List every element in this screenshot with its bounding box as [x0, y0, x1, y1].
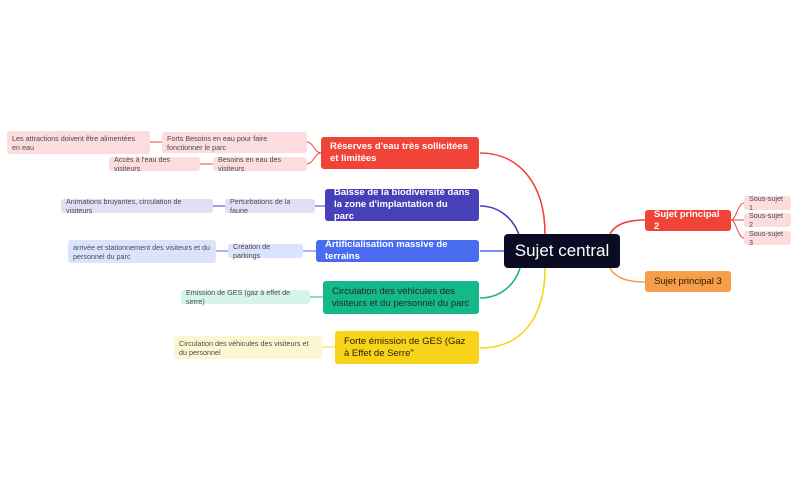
edge-central-to-biodiversite [479, 205, 521, 239]
subtopic-sous-sujet-2[interactable]: Sous-sujet 2 [744, 211, 791, 229]
edge-central-to-circulation [479, 267, 521, 299]
subtopic-circulation-personnel[interactable]: Circulation des véhicules des visiteurs … [174, 336, 322, 359]
central-topic[interactable]: Sujet central [504, 234, 620, 268]
topic-biodiversite[interactable]: Baisse de la biodiversité dans la zone d… [325, 187, 479, 222]
topic-sujet-principal-2[interactable]: Sujet principal 2 [645, 209, 731, 232]
subtopic-besoins-eau-visiteurs[interactable]: Besoins en eau des visiteurs [213, 155, 307, 173]
subtopic-arrivee-stationnement[interactable]: arrivée et stationnement des visiteurs e… [68, 240, 216, 263]
subtopic-forts-besoins-eau[interactable]: Forts Besoins en eau pour faire fonction… [162, 132, 307, 153]
subtopic-creation-parkings[interactable]: Création de parkings [228, 242, 303, 260]
edge-central-to-ges [479, 267, 546, 349]
edge-central-to-sujet-2 [609, 219, 646, 235]
subtopic-sous-sujet-3[interactable]: Sous-sujet 3 [744, 229, 791, 247]
edge-sujet-2-to-sous-1 [730, 202, 745, 221]
subtopic-attractions-eau[interactable]: Les attractions doivent être alimentées … [7, 131, 150, 154]
topic-circulation-vehicules[interactable]: Circulation des véhicules des visiteurs … [323, 281, 479, 314]
subtopic-emission-ges[interactable]: Emission de GES (gaz à effet de serre) [181, 288, 310, 306]
edge-central-to-sujet-3 [609, 267, 646, 283]
topic-sujet-principal-3[interactable]: Sujet principal 3 [645, 271, 731, 292]
edge-central-to-reserves [479, 152, 546, 235]
topic-forte-emission-ges[interactable]: Forte émission de GES (Gaz à Effet de Se… [335, 331, 479, 364]
subtopic-sous-sujet-1[interactable]: Sous-sujet 1 [744, 194, 791, 212]
topic-artificialisation[interactable]: Artificialisation massive de terrains [316, 239, 479, 262]
subtopic-acces-eau-visiteurs[interactable]: Accès à l'eau des visiteurs [109, 155, 200, 173]
edge-reserves-to-forts-besoins [306, 141, 322, 154]
subtopic-animations-bruyantes[interactable]: Animations bruyantes, circulation de vis… [61, 197, 213, 215]
edge-sujet-2-to-sous-3 [730, 219, 745, 239]
subtopic-perturbations-faune[interactable]: Perturbations de la faune [225, 197, 315, 215]
topic-reserves-eau[interactable]: Réserves d'eau très sollicitées et limit… [321, 137, 479, 169]
edge-reserves-to-besoins-visiteurs [306, 152, 322, 165]
